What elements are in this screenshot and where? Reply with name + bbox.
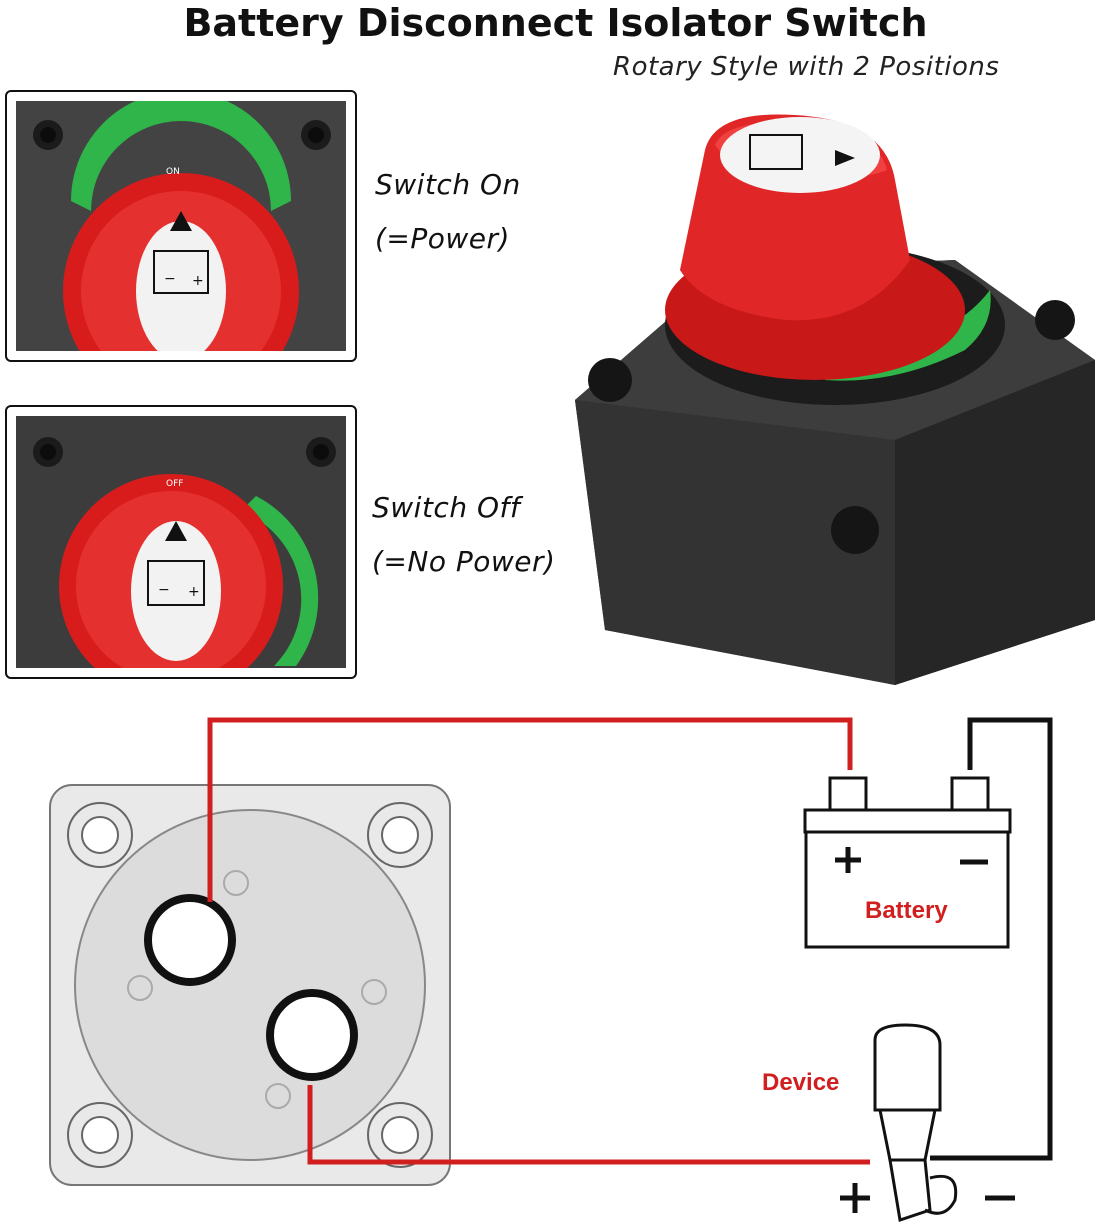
switch-on-photo: − + ON	[16, 101, 346, 351]
arrow-up-icon	[170, 211, 192, 231]
switch-off-desc: (=No Power)	[372, 545, 556, 578]
plus-icon	[840, 1183, 870, 1213]
page-subtitle: Rotary Style with 2 Positions	[613, 52, 1000, 82]
switch-back-view	[49, 784, 451, 1186]
switch-off-panel: − + OFF	[5, 405, 357, 679]
battery-label: Battery	[865, 897, 948, 924]
battery-icon	[147, 560, 205, 606]
switch-off-photo: − + OFF	[16, 416, 346, 668]
battery-icon	[803, 776, 1012, 949]
battery-icon	[153, 250, 209, 294]
outboard-motor-icon	[873, 1023, 958, 1222]
device-label: Device	[762, 1069, 839, 1096]
page-title: Battery Disconnect Isolator Switch	[183, 1, 928, 45]
arrow-up-icon	[165, 521, 187, 541]
switch-on-panel: − + ON	[5, 90, 357, 362]
switch-off-title: Switch Off	[372, 491, 521, 524]
svg-text:−: −	[158, 582, 170, 598]
off-marking: OFF	[166, 479, 183, 489]
switch-on-title: Switch On	[375, 168, 521, 201]
product-photo	[575, 114, 1095, 685]
switch-on-label: Switch On (=Power)	[375, 158, 521, 266]
wiring-diagram: Battery Device	[49, 717, 1053, 1222]
svg-text:−: −	[164, 271, 176, 287]
switch-off-label: Switch Off (=No Power)	[372, 481, 555, 589]
svg-text:+: +	[188, 584, 200, 600]
switch-on-desc: (=Power)	[375, 222, 510, 255]
on-marking: ON	[166, 167, 180, 177]
svg-text:+: +	[192, 273, 204, 289]
